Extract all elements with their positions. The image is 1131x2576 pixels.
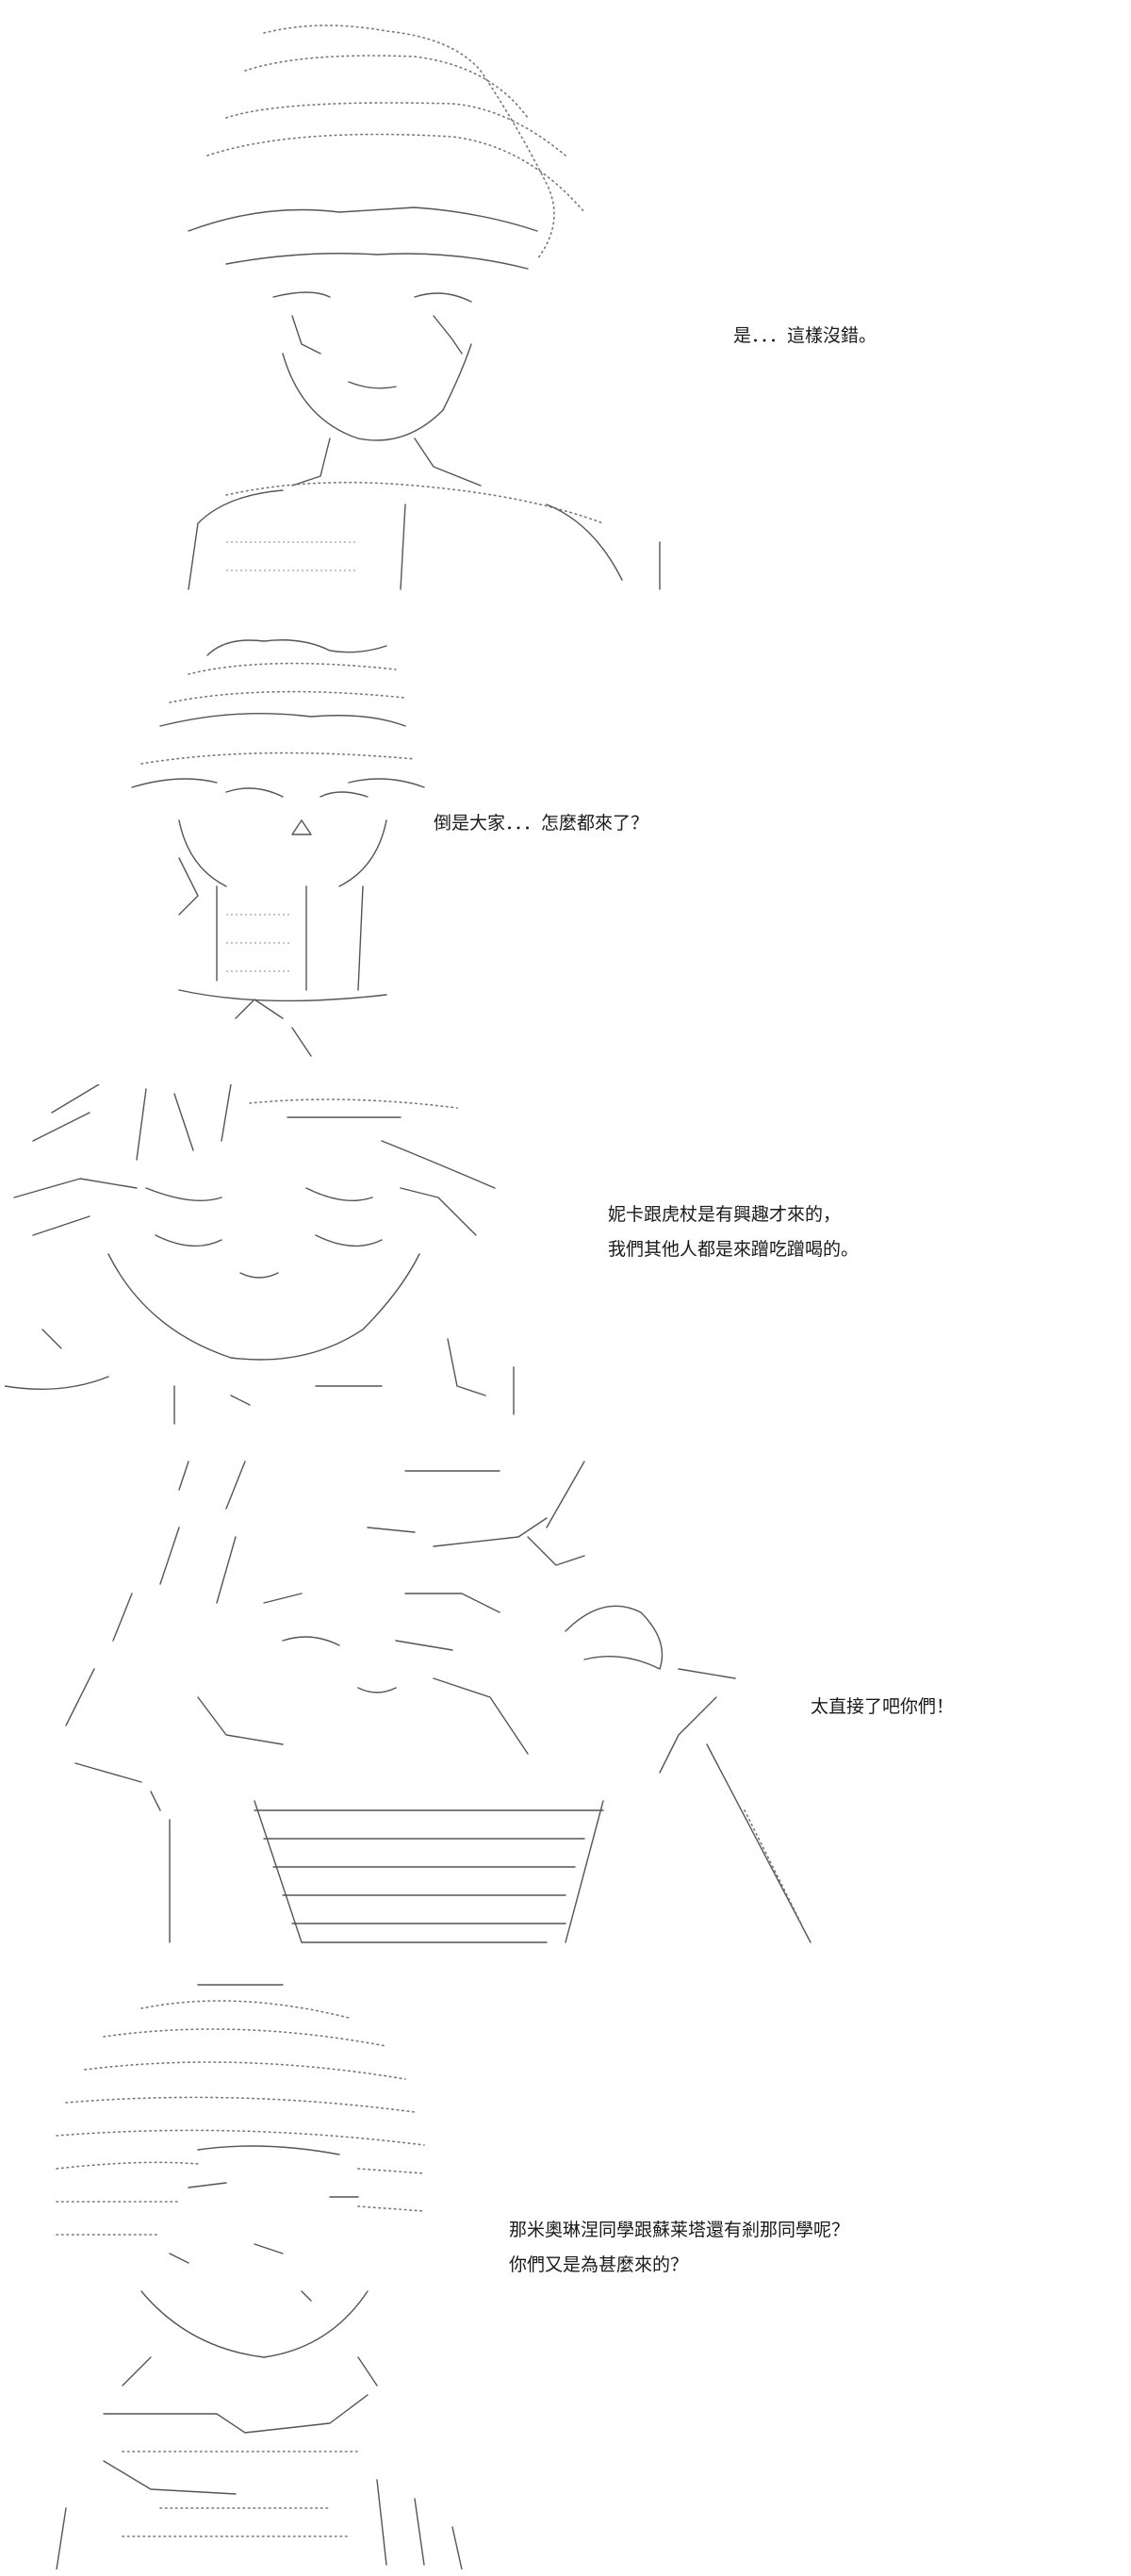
dialog-line: 我們其他人都是來蹭吃蹭喝的。 — [608, 1239, 860, 1260]
ascii-art-character-1 — [170, 14, 697, 594]
ascii-art-character-3 — [5, 1084, 533, 1428]
dialog-line: 妮卡跟虎杖是有興趣才來的， — [608, 1204, 842, 1225]
panel-2: 倒是大家．．．怎麼都來了？ — [0, 622, 1131, 1065]
dialog-line: 那米奧琳涅同學跟蘇莱塔還有剎那同學呢？ — [509, 2220, 850, 2240]
panel-1: 是．．．這樣沒錯。 — [0, 0, 1131, 613]
dialog-text-1: 是．．．這樣沒錯。 — [733, 319, 877, 354]
panel-5: 那米奧琳涅同學跟蘇莱塔還有剎那同學呢？ 你們又是為甚麼來的？ — [0, 1975, 1131, 2569]
dialog-line: 你們又是為甚麼來的？ — [509, 2254, 689, 2275]
dialog-line: 是．．．這樣沒錯。 — [733, 325, 877, 346]
ascii-art-character-5 — [47, 1980, 500, 2569]
panel-4: 太直接了吧你們！ — [0, 1443, 1131, 1961]
dialog-line: 太直接了吧你們！ — [811, 1696, 955, 1717]
dialog-text-4: 太直接了吧你們！ — [811, 1690, 954, 1725]
dialog-text-5: 那米奧琳涅同學跟蘇莱塔還有剎那同學呢？ 你們又是為甚麼來的？ — [509, 2213, 849, 2283]
ascii-art-character-2 — [123, 632, 434, 1061]
dialog-text-2: 倒是大家．．．怎麼都來了？ — [434, 806, 648, 841]
panel-3: 妮卡跟虎杖是有興趣才來的， 我們其他人都是來蹭吃蹭喝的。 — [0, 1075, 1131, 1433]
dialog-text-3: 妮卡跟虎杖是有興趣才來的， 我們其他人都是來蹭吃蹭喝的。 — [608, 1197, 859, 1267]
dialog-line: 倒是大家．．．怎麼都來了？ — [434, 813, 649, 834]
ascii-art-character-4 — [57, 1452, 829, 1957]
